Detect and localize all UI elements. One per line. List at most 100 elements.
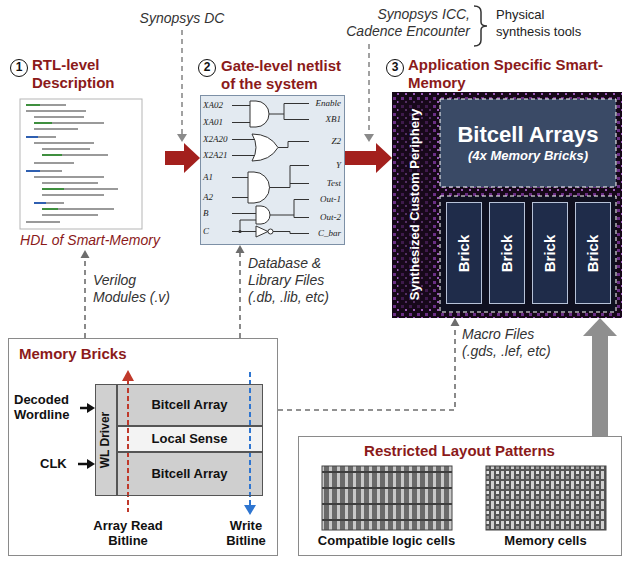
- gate-netlist: [200, 95, 345, 245]
- bitline-name: Array Read Bitline: [78, 518, 178, 548]
- rtl-panel: RTL-level DescriptionHDL of Smart-Memory: [15, 95, 165, 250]
- vertical-label: Brick: [542, 234, 559, 272]
- vertical-label: Synthesized Custom Periphery: [408, 108, 423, 299]
- sample-caption: Memory cells: [478, 533, 614, 549]
- signal-name: X2A20: [203, 134, 233, 145]
- gate-netlist: [200, 95, 345, 245]
- text-slot: Brick: [533, 203, 567, 303]
- connector-line: [239, 251, 241, 338]
- vertical-label: Brick: [499, 234, 516, 272]
- callout-number: 3: [386, 59, 404, 77]
- panel-heading: Restricted Layout Patterns: [299, 442, 620, 460]
- gate-netlist: [232, 104, 309, 234]
- text-slot: Out-2: [296, 212, 341, 223]
- memory-brick-art: [117, 452, 263, 496]
- arrow-head: [376, 143, 392, 173]
- brick-block: Brick: [489, 202, 525, 304]
- block-label: Bitcell Array: [151, 466, 227, 481]
- connector-line: [592, 332, 608, 436]
- step-heading: RTL-level Description: [32, 56, 157, 92]
- pattern-sample: Compatible logic cells: [304, 462, 470, 552]
- text-slot: Write Bitline: [220, 518, 272, 548]
- memory-brick-art: [95, 384, 117, 496]
- bitline-name: Write Bitline: [220, 518, 272, 548]
- code-listing: [26, 105, 118, 222]
- memory-brick-art: [117, 426, 263, 452]
- chip-layout-art: [446, 202, 482, 304]
- text-slot: HDL of Smart-Memory: [15, 232, 165, 249]
- gate-netlist: [238, 230, 241, 233]
- text-slot: Brick: [447, 203, 481, 303]
- gate-netlist: [256, 226, 268, 237]
- block-label: Bitcell Arrays: [457, 122, 598, 148]
- signal-name: Y: [296, 160, 341, 171]
- text-slot: Enable: [296, 98, 341, 109]
- tool-arrows: [474, 6, 487, 46]
- brick-block: Brick: [446, 202, 482, 304]
- text-slot: Out-1: [296, 194, 341, 205]
- signal-name: Decoded Wordline: [14, 392, 80, 422]
- connector: [345, 143, 392, 173]
- gate-netlist: [248, 101, 278, 237]
- array-block: Bitcell Array: [117, 384, 263, 426]
- text-slot: Z2: [296, 136, 341, 147]
- memory-brick-art: [78, 370, 263, 515]
- layout-pattern-panel: Restricted Layout PatternsCompatible log…: [298, 436, 622, 556]
- driver-block: WL Driver: [95, 384, 117, 496]
- block-label: Bitcell Array: [151, 397, 227, 412]
- text-slot: Synopsys ICC, Cadence Encounter: [338, 6, 470, 40]
- text-slot: 2: [198, 59, 216, 77]
- chip-panel: Application Specific Smart-MemorySynthes…: [392, 92, 622, 318]
- chip-layout-art: [440, 196, 616, 312]
- text-slot: B: [203, 208, 233, 219]
- connector: [165, 143, 200, 173]
- pattern-sample: Memory cells: [478, 462, 614, 552]
- text-slot: Test: [296, 178, 341, 189]
- chip-layout-art: [440, 99, 616, 187]
- connector-label: Database & Library Files (.db, .lib, etc…: [248, 255, 348, 306]
- arrow-head: [81, 250, 90, 258]
- code-listing: [26, 105, 64, 209]
- tool-arrows: [364, 134, 374, 142]
- gate-netlist: [252, 134, 278, 161]
- block-label: (4x Memory Bricks): [468, 148, 588, 164]
- signal-name: X2A21: [203, 150, 233, 161]
- tool-name: Synopsys ICC, Cadence Encounter: [338, 6, 470, 40]
- sample-caption: Compatible logic cells: [304, 533, 470, 549]
- text-slot: Compatible logic cells: [304, 533, 470, 549]
- text-slot: C_bar: [296, 228, 341, 239]
- text-slot: Memory Bricks: [19, 345, 219, 363]
- text-slot: Brick: [490, 203, 524, 303]
- signal-name: Out-1: [296, 194, 341, 205]
- panel-heading: Memory Bricks: [19, 345, 219, 363]
- signal-name: A2: [203, 192, 233, 203]
- arrow-head: [236, 245, 245, 253]
- text-slot: Verilog Modules (.v): [93, 272, 173, 306]
- chip-layout-art: [392, 92, 622, 318]
- arrow-head: [583, 318, 617, 336]
- connector: [236, 245, 245, 338]
- text-slot: Bitcell Array: [118, 453, 262, 495]
- text-slot: Memory cells: [478, 533, 614, 549]
- signal-name: A1: [203, 172, 233, 183]
- arrow-head: [184, 143, 200, 173]
- signal-name: Enable: [296, 98, 341, 109]
- text-slot: C: [203, 226, 233, 237]
- chip-layout-art: [398, 100, 432, 308]
- tool-arrows: [177, 134, 187, 142]
- tool-name: Synopsys DC: [132, 10, 232, 27]
- step-heading: Application Specific Smart-Memory: [408, 56, 622, 92]
- brick-block: Brick: [532, 202, 568, 304]
- step-heading: Gate-level netlist of the system: [221, 57, 351, 93]
- text-slot: Synopsys DC: [132, 10, 232, 27]
- signal-name: XA02: [203, 100, 233, 111]
- memory-brick-art: [244, 505, 256, 515]
- connector-line: [345, 151, 379, 165]
- bracket-note: Physical synthesis tools: [496, 6, 591, 40]
- chip-layout-art: [489, 202, 525, 304]
- connector-line: [84, 256, 86, 338]
- connector: [583, 318, 617, 436]
- callout-number: 2: [198, 59, 216, 77]
- memory-brick-art: [249, 372, 251, 505]
- memory-brick-art: [122, 370, 134, 381]
